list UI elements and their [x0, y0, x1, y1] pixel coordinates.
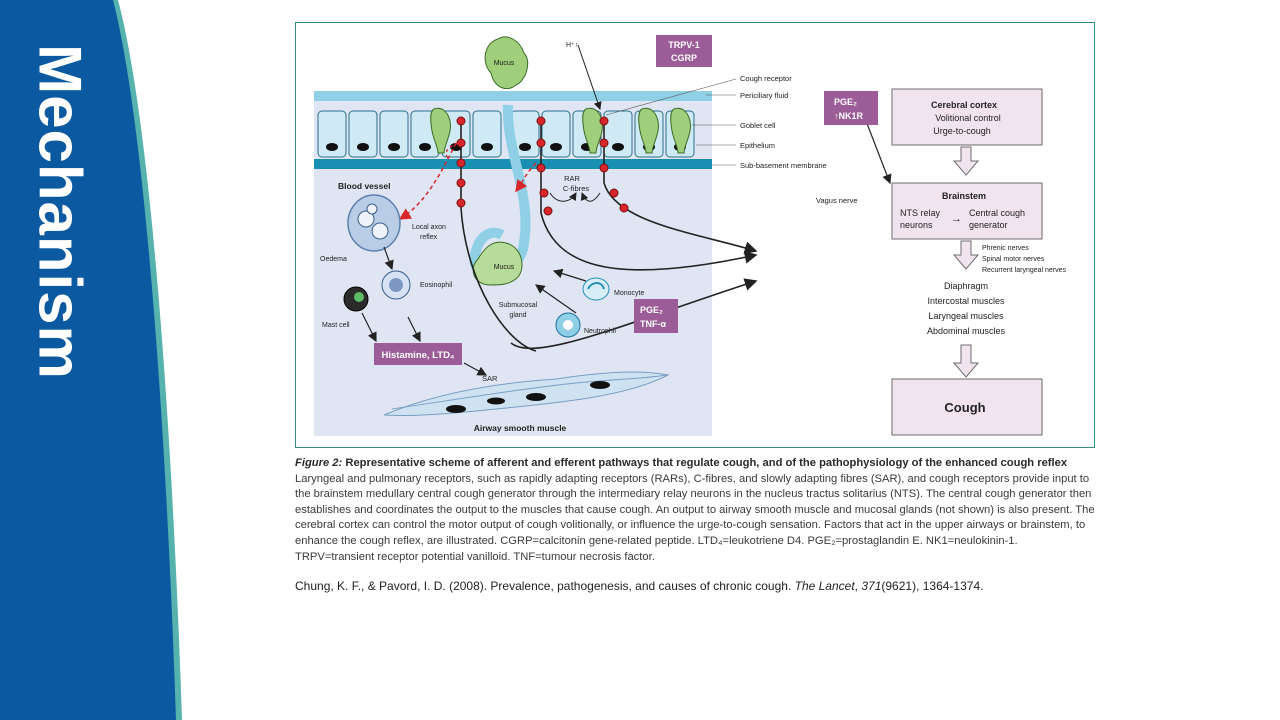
- label-h-ion: H⁺↑: [566, 42, 578, 49]
- airway-smooth-muscle: [383, 371, 670, 417]
- nts-arrow: →: [951, 213, 962, 225]
- reference-journal: The Lancet: [794, 579, 855, 593]
- figure-panel: Mucus Mucus: [295, 22, 1095, 448]
- cortex-box: [891, 88, 1043, 146]
- mucus-blob-top: [484, 36, 529, 89]
- label-rar: RAR: [564, 174, 580, 183]
- nerve-2: Spinal motor nerves: [982, 256, 1045, 263]
- caption-figure-label: Figure 2:: [295, 457, 343, 469]
- slide-title-text: Mechanism: [26, 44, 94, 380]
- cough-box: [891, 378, 1043, 436]
- muscle-1: Diaphragm: [944, 281, 988, 291]
- label-cough-receptor: Cough receptor: [740, 74, 792, 83]
- ccg-line-2: generator: [969, 220, 1008, 230]
- caption-heading-text: Representative scheme of afferent and ef…: [342, 457, 1068, 469]
- label-monocyte: Monocyte: [614, 290, 644, 297]
- label-neutrophil: Neutrophil: [584, 328, 616, 335]
- pge-tnf-box: [634, 299, 678, 333]
- cortex-title: Cerebral cortex: [931, 100, 997, 110]
- label-goblet: Goblet cell: [740, 121, 776, 130]
- label-local-axon-2: reflex: [420, 234, 438, 241]
- label-oedema: Oedema: [320, 256, 347, 263]
- label-pge-nk-1: PGE₂: [834, 97, 857, 107]
- cough-pathway-diagram: Mucus Mucus: [314, 35, 1067, 436]
- brainstem-title: Brainstem: [942, 191, 986, 201]
- reference-volume: 371: [861, 579, 882, 593]
- label-vagus: Vagus nerve: [816, 196, 858, 205]
- nts-line-1: NTS relay: [900, 208, 941, 218]
- pge-nk1r-box: [824, 91, 878, 125]
- monocyte-cell: [582, 277, 610, 301]
- label-submucosal-2: gland: [509, 312, 526, 319]
- label-mast-cell: Mast cell: [322, 322, 350, 329]
- label-c-fibres: C-fibres: [563, 184, 590, 193]
- label-pge-nk-2: ↑NK1R: [834, 111, 864, 121]
- periciliary-layer: [314, 91, 712, 101]
- label-histamine: Histamine, LTD₄: [382, 350, 455, 361]
- label-trpv-2: CGRP: [671, 53, 697, 63]
- label-submucosal-1: Submucosal: [499, 302, 538, 309]
- blood-vessel: [347, 194, 401, 252]
- nerve-nodes: [456, 116, 629, 216]
- label-smooth-muscle: Airway smooth muscle: [474, 423, 567, 433]
- label-mucus-gland: Mucus: [494, 264, 515, 271]
- nerve-1: Phrenic nerves: [982, 245, 1029, 252]
- nerve-3: Recurrent laryngeal nerves: [982, 267, 1067, 274]
- ccg-line-1: Central cough: [969, 208, 1025, 218]
- label-pge-tnf-1: PGE₂: [640, 305, 663, 315]
- reference-authors: Chung, K. F., & Pavord, I. D. (2008). Pr…: [295, 579, 795, 593]
- label-sar: SAR: [482, 374, 498, 383]
- label-pge-tnf-2: TNF-α: [640, 319, 666, 329]
- local-axon-arrow: [398, 142, 457, 220]
- trpv-box: [656, 35, 712, 67]
- nts-line-2: neurons: [900, 220, 933, 230]
- flowchart: Cerebral cortex Volitional control Urge-…: [891, 88, 1067, 436]
- label-sub-basement: Sub-basement membrane: [740, 161, 827, 170]
- slide-title: Mechanism: [0, 0, 120, 720]
- label-periciliary: Periciliary fluid: [740, 91, 788, 100]
- label-eosinophil: Eosinophil: [420, 282, 453, 289]
- cortex-line-2: Urge-to-cough: [933, 126, 991, 136]
- label-mucus-top: Mucus: [494, 60, 515, 67]
- reference-rest: (9621), 1364-1374.: [881, 579, 984, 593]
- caption-heading: Figure 2: Representative scheme of affer…: [295, 457, 1067, 469]
- muscle-2: Intercostal muscles: [927, 296, 1005, 306]
- label-trpv-1: TRPV-1: [668, 40, 700, 50]
- histamine-box: [374, 343, 462, 365]
- cortex-line-1: Volitional control: [935, 113, 1001, 123]
- label-local-axon-1: Local axon: [412, 224, 446, 231]
- label-blood-vessel: Blood vessel: [338, 181, 390, 191]
- cough-label: Cough: [944, 400, 985, 415]
- brainstem-box: [891, 182, 1043, 240]
- label-epithelium: Epithelium: [740, 141, 775, 150]
- caption-body: Laryngeal and pulmonary receptors, such …: [295, 472, 1095, 563]
- muscle-3: Laryngeal muscles: [928, 311, 1004, 321]
- nerve-fibres: [460, 121, 758, 352]
- reference: Chung, K. F., & Pavord, I. D. (2008). Pr…: [295, 579, 983, 593]
- figure-caption: Figure 2: Representative scheme of affer…: [295, 456, 1095, 565]
- reference-sep: ,: [854, 579, 862, 593]
- goblet-cells: [430, 107, 691, 154]
- muscle-4: Abdominal muscles: [927, 326, 1006, 336]
